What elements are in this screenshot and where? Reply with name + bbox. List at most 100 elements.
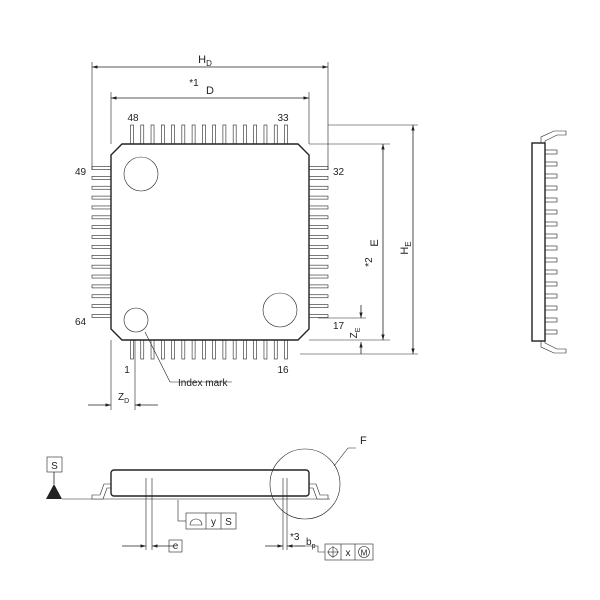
package-lead [263, 339, 268, 360]
index-mark-label: Index mark [178, 378, 228, 389]
package-lead [91, 245, 112, 249]
package-lead [308, 255, 329, 259]
detail-f-label: F [360, 435, 367, 447]
package-lead [308, 264, 329, 269]
zd-label: Z [118, 392, 124, 403]
e-dimension: E *2 [309, 143, 390, 341]
package-lead [181, 124, 186, 145]
package-lead [308, 314, 329, 318]
package-lead [273, 339, 278, 360]
note-2-label: *2 [364, 257, 375, 267]
package-lead [202, 339, 206, 360]
package-lead [544, 161, 558, 167]
package-lead [308, 235, 329, 239]
package-lead [91, 215, 112, 220]
hd-subscript: D [206, 59, 212, 68]
bp-label: b [306, 537, 312, 548]
package-lead [91, 166, 112, 170]
index-mark-circle [123, 307, 149, 333]
package-lead [91, 255, 112, 259]
package-lead [171, 124, 175, 145]
package-lead [308, 274, 329, 279]
hd-dimension: HD [91, 54, 329, 170]
package-lead [91, 294, 112, 299]
package-lead [91, 205, 112, 210]
package-body [110, 143, 310, 341]
ejector-mark-top [123, 156, 159, 192]
position-modifier: M [361, 549, 368, 558]
package-lead [91, 274, 112, 279]
package-lead [181, 339, 186, 360]
he-dimension: HE [300, 124, 418, 355]
package-lead [308, 304, 329, 308]
package-lead [544, 293, 558, 299]
flatness-value: y [211, 517, 216, 528]
he-subscript: E [404, 241, 413, 246]
package-lead [140, 124, 145, 145]
d-dimension: *1 D [110, 78, 310, 144]
package-lead [130, 339, 134, 360]
top-view [91, 124, 329, 360]
pin-49-label: 49 [75, 167, 87, 178]
position-icon [327, 546, 339, 558]
package-lead [243, 124, 247, 145]
package-lead [544, 257, 558, 263]
pin-16-label: 16 [277, 365, 289, 376]
ze-subscript: E [355, 327, 362, 332]
profile-of-surface-icon [189, 518, 203, 526]
package-lead [243, 339, 247, 360]
package-lead [544, 245, 558, 251]
package-lead [161, 124, 165, 145]
package-lead [232, 339, 237, 360]
package-lead [308, 185, 329, 190]
package-lead [544, 221, 558, 227]
index-mark-leader: Index mark [144, 331, 232, 389]
package-lead [284, 124, 288, 145]
package-lead [232, 124, 237, 145]
package-lead [202, 124, 206, 145]
package-lead [544, 185, 558, 191]
pin-17-label: 17 [333, 321, 345, 332]
e-pitch-label: e [173, 541, 179, 552]
ejector-mark-bottom [262, 292, 298, 328]
package-lead [308, 205, 329, 210]
package-lead [91, 304, 112, 308]
package-lead [171, 339, 175, 360]
note-1-label: *1 [189, 78, 199, 89]
pins-right [308, 166, 329, 318]
pin-64-label: 64 [75, 317, 87, 328]
package-lead [308, 215, 329, 220]
package-lead [91, 185, 112, 190]
pin-1-label: 1 [124, 365, 130, 376]
detail-f-circle [269, 448, 341, 520]
package-lead [308, 225, 329, 229]
position-tolerance: x M [324, 543, 374, 561]
mmc-icon [358, 546, 370, 558]
package-lead [222, 124, 227, 145]
zd-subscript: D [124, 398, 129, 405]
front-view: S F y S e [46, 435, 374, 561]
seating-plane-label: S [51, 461, 58, 472]
side-view-right [531, 130, 567, 354]
package-lead [212, 124, 216, 145]
d-label: D [206, 85, 214, 97]
package-lead [191, 124, 196, 145]
package-lead [130, 124, 134, 145]
package-lead [544, 197, 558, 203]
package-lead [544, 233, 558, 239]
svg-text:HE: HE [399, 241, 413, 254]
package-lead [308, 294, 329, 299]
package-lead [308, 166, 329, 170]
package-lead [91, 225, 112, 229]
side-view-body [531, 142, 546, 342]
package-lead [91, 176, 112, 180]
package-lead [263, 124, 268, 145]
package-lead [308, 195, 329, 200]
package-lead [212, 339, 216, 360]
package-lead [284, 339, 288, 360]
package-lead [544, 329, 558, 335]
package-lead [544, 317, 558, 323]
package-lead [191, 339, 196, 360]
package-lead [544, 305, 558, 311]
